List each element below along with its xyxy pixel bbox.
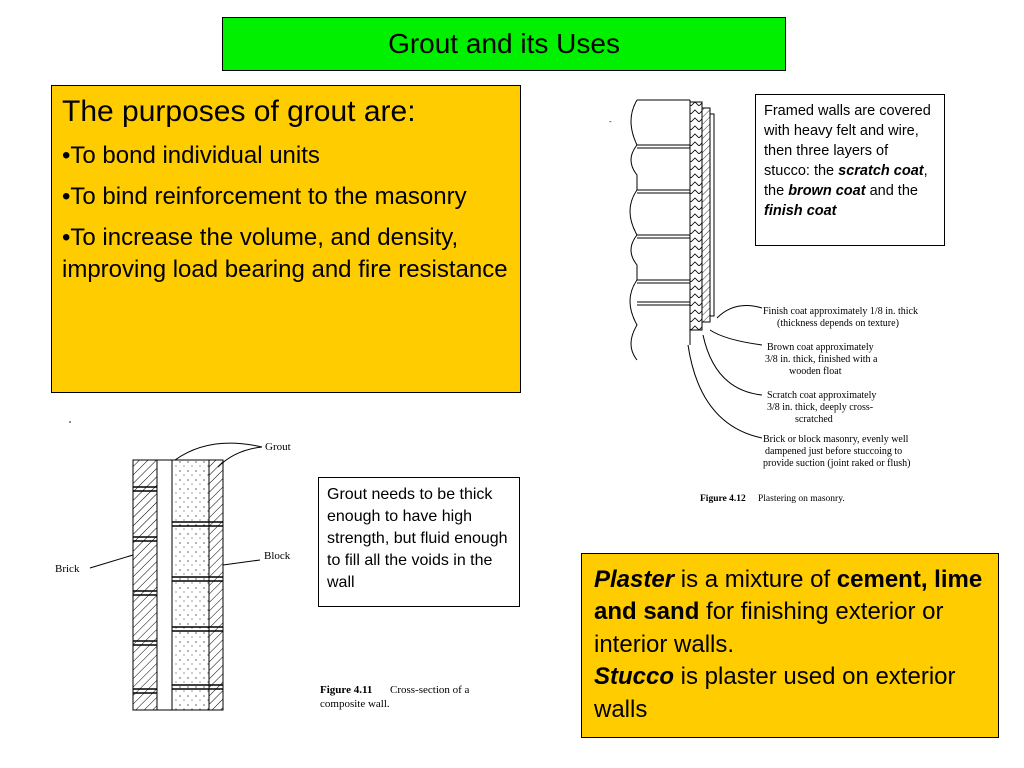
plaster-ingredients: cement, lime and sand — [594, 566, 983, 626]
finish-coat-layer — [709, 113, 715, 317]
grout-note: Grout needs to be thick enough to have h… — [318, 477, 520, 607]
scratch-leader — [702, 334, 763, 396]
grout-label: Grout — [265, 441, 291, 453]
brown-leader — [709, 329, 763, 346]
stucco-text: is plaster used on exterior walls — [594, 663, 956, 723]
brick-label-412-2: dampened just before stuccoing to — [765, 446, 902, 457]
plaster-text-1: is a mixture of — [674, 566, 837, 593]
purpose-bullet-2: •To bind reinforcement to the masonry — [62, 183, 467, 211]
block-leader — [222, 559, 261, 566]
slide-title: Grout and its Uses — [222, 17, 786, 71]
composite-wall-figure: Grout Brick Block — [55, 421, 291, 711]
scratch-label-1: Scratch coat approximately — [767, 390, 876, 401]
figure-412-text: Plastering on masonry. — [758, 494, 845, 504]
grout-note-text: Grout needs to be thick enough to have h… — [327, 486, 508, 592]
scratch-label-2: 3/8 in. thick, deeply cross- — [767, 402, 873, 413]
plaster-text-2: for finishing exterior or interior walls… — [594, 598, 944, 658]
finish-leader — [716, 305, 763, 319]
brick-wythe — [132, 459, 158, 711]
framed-sep-2: and the — [865, 183, 918, 199]
brown-label-1: Brown coat approximately — [767, 342, 874, 353]
masonry-joints — [637, 144, 690, 306]
finish-label-1: Finish coat approximately 1/8 in. thick — [763, 306, 918, 317]
plastering-figure: - Finish coat approximately 1/8 in. thic… — [609, 99, 918, 504]
scratch-coat-layer — [689, 101, 703, 331]
purpose-bullet-3: •To increase the volume, and density, im… — [62, 224, 508, 283]
purposes-heading: The purposes of grout are: — [62, 95, 416, 128]
finish-label-2: (thickness depends on texture) — [777, 318, 899, 329]
framed-walls-note: Framed walls are covered with heavy felt… — [755, 94, 945, 246]
stray-mark — [69, 421, 71, 423]
framed-sep-1: , the — [764, 163, 928, 199]
brown-label-3: wooden float — [789, 366, 842, 377]
scratch-coat-term: scratch coat — [838, 163, 924, 179]
title-text: Grout and its Uses — [388, 28, 620, 59]
scratch-label-3: scratched — [795, 414, 833, 425]
masonry-edge — [629, 99, 638, 361]
stucco-term: Stucco — [594, 663, 675, 691]
plaster-term: Plaster — [594, 566, 675, 593]
figure-411-number: Figure 4.11 — [320, 684, 372, 696]
block-label: Block — [264, 550, 291, 562]
mortar-joints — [133, 486, 223, 694]
brick-leader-412 — [687, 344, 763, 439]
brown-coat-layer — [701, 107, 711, 323]
small-dash: - — [609, 117, 612, 126]
grout-space — [156, 459, 173, 711]
figure-411-text-1: Cross-section of a — [390, 684, 470, 696]
brown-coat-term: brown coat — [788, 183, 866, 199]
plaster-box: Plaster is a mixture of cement, lime and… — [581, 553, 999, 738]
brick-label-412-3: provide suction (joint raked or flush) — [763, 458, 910, 469]
purposes-box: The purposes of grout are: •To bond indi… — [51, 85, 521, 393]
grout-leader-2 — [217, 446, 263, 468]
figure-411-text-2: composite wall. — [320, 698, 390, 710]
figure-411-caption: Figure 4.11 Cross-section of a composite… — [320, 684, 470, 710]
grout-leader-1 — [174, 442, 263, 461]
block-face — [208, 459, 224, 711]
block-wythe — [171, 459, 210, 711]
figure-412-number: Figure 4.12 — [700, 494, 746, 504]
framed-intro: Framed walls are covered with heavy felt… — [764, 103, 931, 179]
finish-coat-term: finish coat — [764, 203, 837, 219]
brick-label: Brick — [55, 563, 80, 575]
brick-label-412-1: Brick or block masonry, evenly well — [763, 434, 909, 445]
brick-leader — [89, 554, 134, 569]
purpose-bullet-1: •To bond individual units — [62, 142, 320, 169]
brown-label-2: 3/8 in. thick, finished with a — [765, 354, 878, 365]
